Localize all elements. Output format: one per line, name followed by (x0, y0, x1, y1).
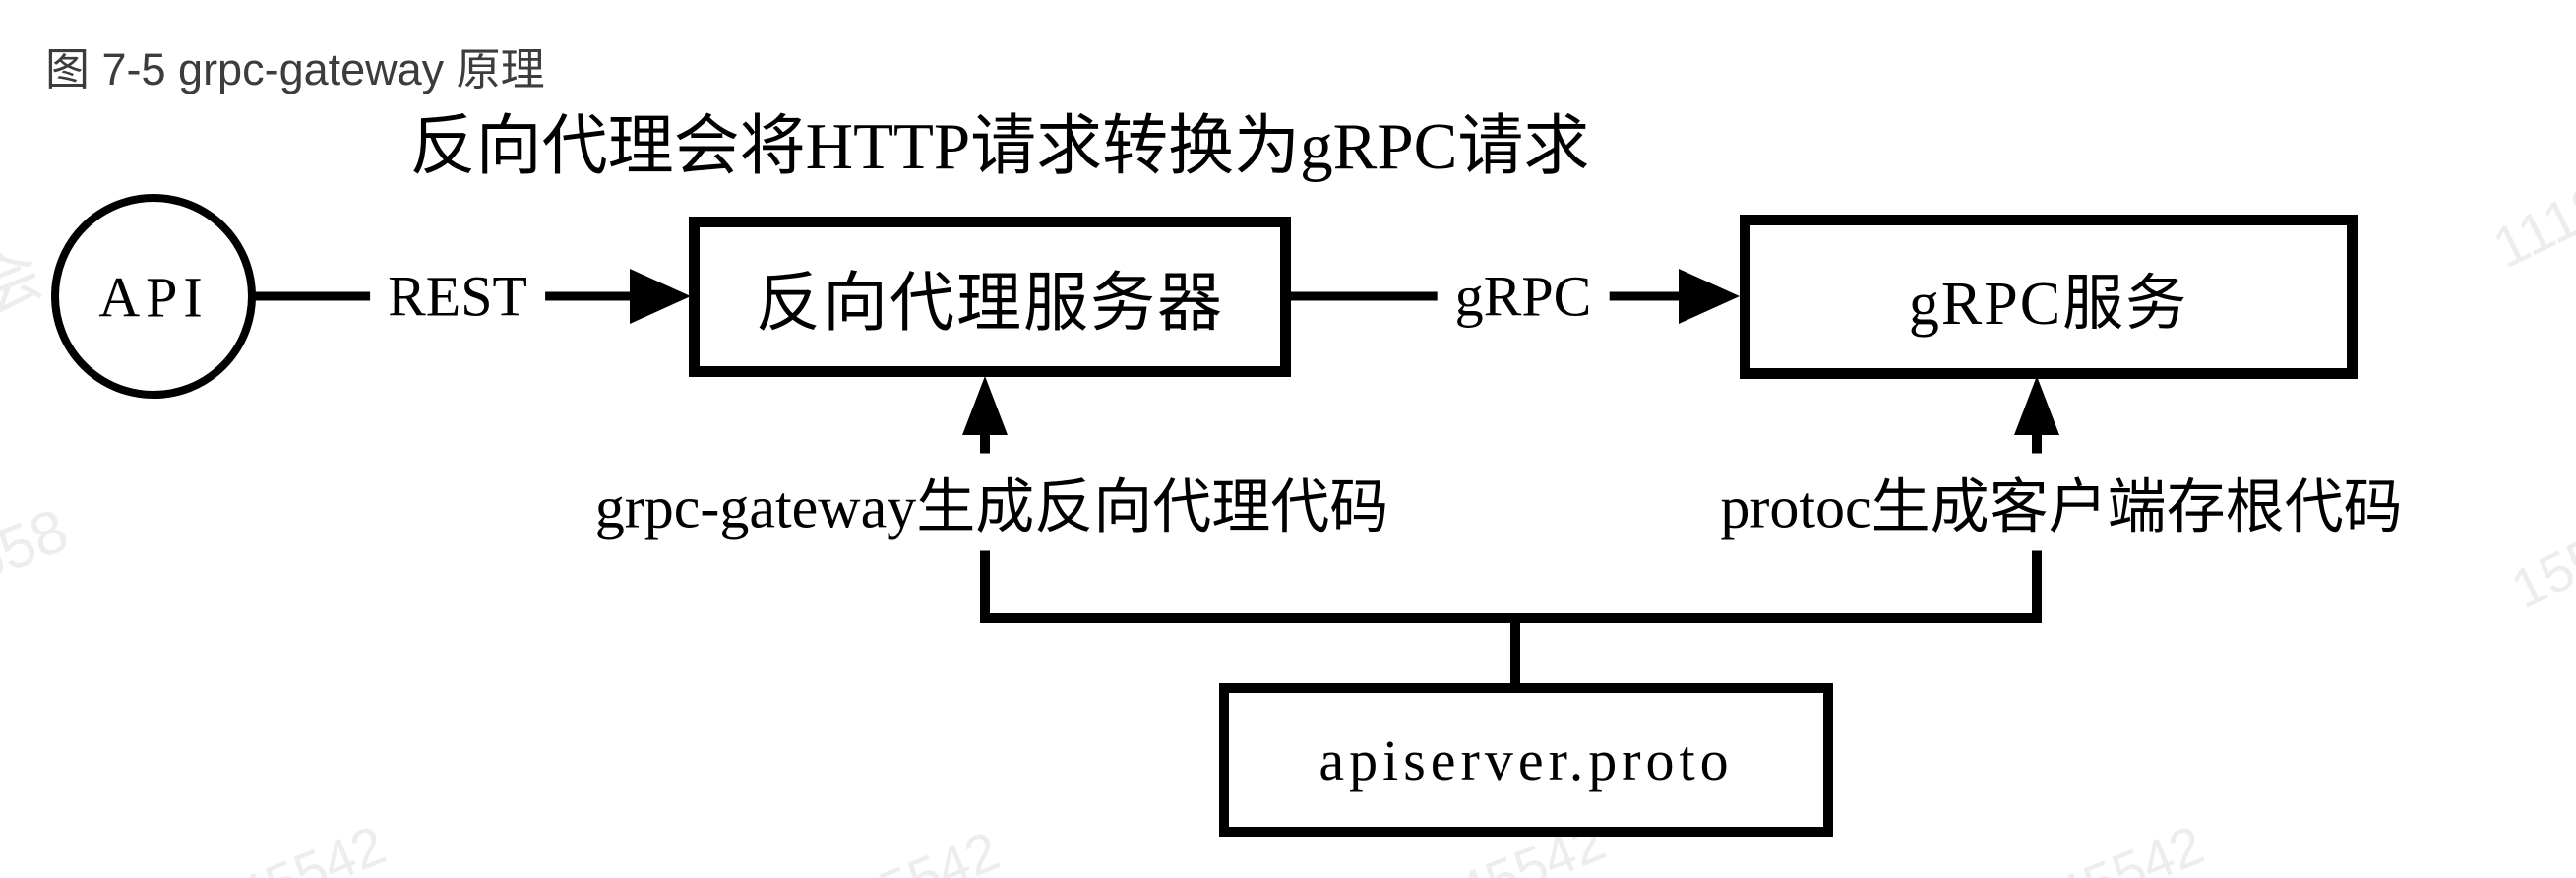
api-node-label: API (98, 265, 209, 330)
reverse-proxy-label: 反向代理服务器 (756, 267, 1224, 340)
grpc-service-label: gRPC服务 (1908, 270, 2189, 338)
grpc-service-box: gRPC服务 (1740, 215, 2358, 379)
rest-arrowhead-icon (630, 269, 691, 324)
figure-title: 图 7-5 grpc-gateway 原理 (45, 44, 545, 94)
protoc-generation-note: protoc生成客户端存根代码 (1708, 453, 2415, 551)
gateway-arrowhead-icon (962, 376, 1008, 435)
gateway-generation-note: grpc-gateway生成反向代理代码 (583, 453, 1401, 551)
diagram-caption: 反向代理会将HTTP请求转换为gRPC请求 (409, 110, 1590, 183)
protoc-arrowhead-icon (2014, 376, 2059, 435)
grpc-arrowhead-icon (1679, 269, 1740, 324)
grpc-edge-label: gRPC (1437, 261, 1610, 332)
reverse-proxy-box: 反向代理服务器 (689, 217, 1291, 377)
rest-edge-label: REST (370, 261, 545, 332)
proto-file-label: apiserver.proto (1319, 727, 1734, 792)
proto-file-box: apiserver.proto (1219, 683, 1833, 837)
